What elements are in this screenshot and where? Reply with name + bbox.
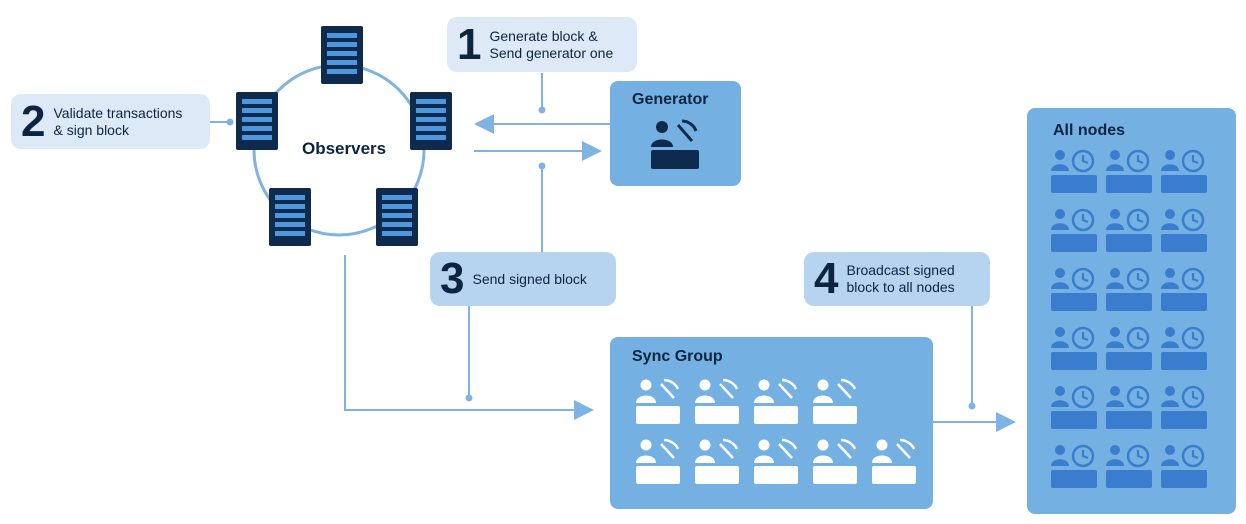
step-4-text: Broadcast signed block to all nodes [846,262,955,295]
node-clock-icon [1161,267,1207,311]
sync-miner-icon [754,438,798,484]
node-clock-icon [1051,149,1097,193]
node-clock-icon [1051,444,1097,488]
sync-miner-icon [636,378,680,424]
step-3-number: 3 [440,254,465,303]
node-clock-icon [1106,208,1152,252]
generator-panel: Generator [610,81,741,186]
sync-miner-icon [872,438,916,484]
step3-dot-down [465,394,473,402]
sync-miner-icon [636,438,680,484]
node-clock-icon [1106,149,1152,193]
sync-miner-icon [695,438,739,484]
step-4-number: 4 [814,254,839,303]
sync-miner-icon [695,378,739,424]
observer-server-bottom-right [376,188,418,246]
node-clock-icon [1051,385,1097,429]
observer-server-left [236,92,278,150]
step-2-callout: 2 Validate transactions & sign block [11,94,210,149]
step-3-callout: 3 Send signed block [430,252,616,306]
step-3-text: Send signed block [472,270,587,287]
sync-miner-icon [813,438,857,484]
node-clock-icon [1106,444,1152,488]
node-clock-icon [1161,444,1207,488]
node-clock-icon [1051,267,1097,311]
sync-miner-icon [754,378,798,424]
arrow-observers-to-sync [344,255,594,420]
all-nodes-title: All nodes [1053,122,1126,139]
node-clock-icon [1161,326,1207,370]
step1-dot [538,106,546,114]
node-clock-icon [1161,208,1207,252]
step-1-number: 1 [457,19,482,69]
node-clock-icon [1106,385,1152,429]
node-clock-icon [1161,149,1207,193]
step-1-text: Generate block & Send generator one [489,27,614,61]
step4-dot [968,402,976,410]
node-clock-icon [1051,208,1097,252]
node-clock-icon [1161,385,1207,429]
observer-server-top [321,26,363,84]
sync-miner-icon [813,378,857,424]
generator-title: Generator [632,91,709,108]
step-2-text: Validate transactions & sign block [53,104,183,138]
step2-dot [226,118,234,126]
step-4-callout: 4 Broadcast signed block to all nodes [804,252,990,306]
generator-miner-icon [651,119,699,169]
sync-group-title: Sync Group [632,348,723,365]
observer-server-right [410,92,452,150]
step3-dot-up [538,162,546,170]
step-1-callout: 1 Generate block & Send generator one [447,17,637,72]
observer-server-bottom-left [269,188,311,246]
node-clock-icon [1106,326,1152,370]
step-2-number: 2 [21,96,46,146]
node-clock-icon [1106,267,1152,311]
node-clock-icon [1051,326,1097,370]
observers-label: Observers [302,139,387,158]
